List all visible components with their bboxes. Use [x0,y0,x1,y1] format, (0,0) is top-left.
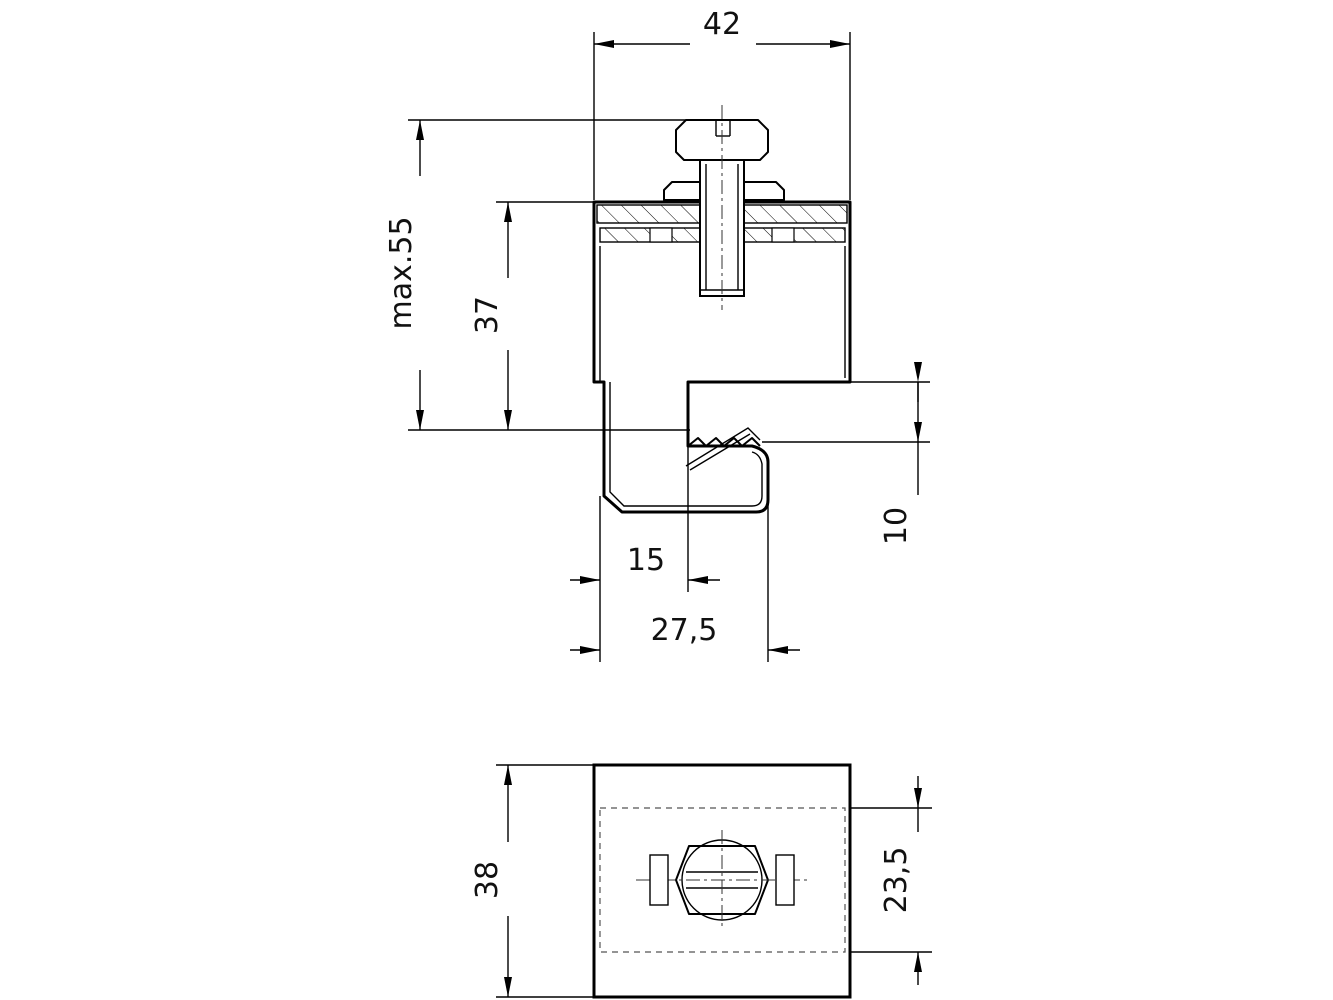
dim-label-42: 42 [703,7,741,42]
dim-label-10: 10 [879,507,914,545]
arrow-37-top [504,202,512,222]
arrow-38-bottom [504,977,512,997]
arrow-15-left [580,576,600,584]
plate-slot-right [771,227,795,243]
dim-label-15: 15 [627,543,665,578]
top-view-slot-left [649,854,669,906]
dim-label-max55: max.55 [384,216,419,329]
arrow-275-right [768,646,788,654]
front-view: 42 max.55 37 10 15 [384,7,930,662]
hook-inner-contour [609,382,763,507]
plate-slot-left [649,227,673,243]
arrow-235-top [914,788,922,808]
arrow-42-right [830,40,850,48]
clamp-body-outline [592,200,852,514]
arrow-42-left [594,40,614,48]
jaw-spring [685,427,761,471]
arrow-38-top [504,765,512,785]
top-view: 38 23,5 [470,763,932,999]
arrow-55-bottom [416,410,424,430]
dim-label-37: 37 [470,296,505,334]
arrow-235-bottom [914,952,922,972]
jaw-teeth [687,437,761,447]
dim-label-27-5: 27,5 [651,613,718,648]
arrow-10-top [914,362,922,382]
dim-label-23-5: 23,5 [879,847,914,914]
arrow-55-top [416,120,424,140]
top-view-slot-right [775,854,795,906]
washer [663,181,785,201]
arrow-15-right [688,576,708,584]
dim-label-38: 38 [470,861,505,899]
screw-head [675,119,769,161]
top-view-hidden-plate [599,807,846,953]
arrow-275-left [580,646,600,654]
hex-screw-head [675,845,769,915]
arrow-37-bottom [504,410,512,430]
arrow-10-bottom [914,422,922,442]
